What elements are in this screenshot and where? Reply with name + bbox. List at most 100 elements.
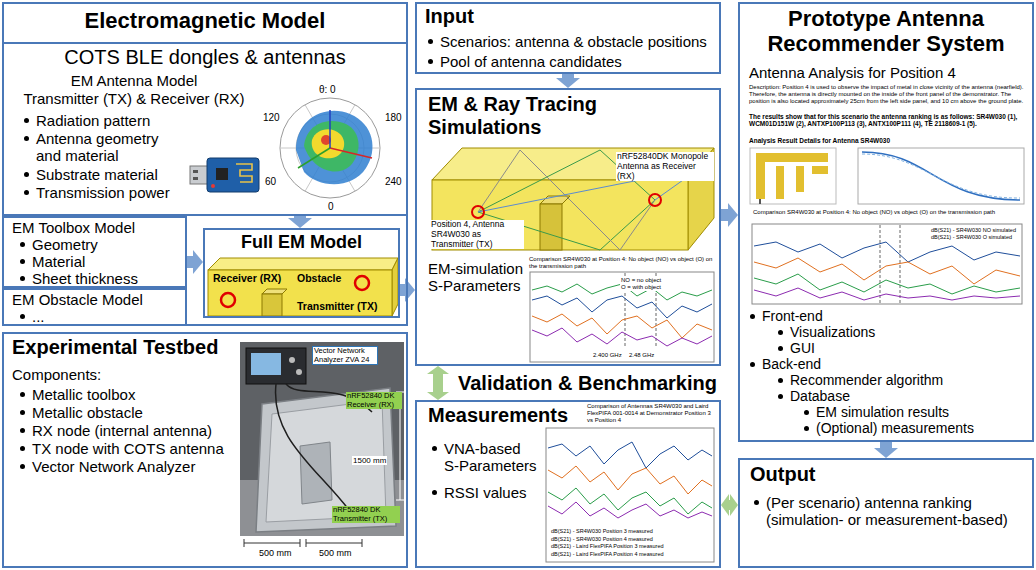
photo-label: nRF52840 DK Transmitter (TX) [332,506,400,523]
bullet-item: (Optional) measurements [816,420,1016,436]
screen-heading: Antenna Analysis for Position 4 [748,64,957,81]
simulation-model-view [208,258,398,270]
dimension-lines [306,539,307,547]
block-arrow [400,284,405,296]
antenna-layout-image [812,166,828,174]
dimension-lines [244,543,300,544]
s-parameter-chart [625,273,626,348]
screen-text: The results show that for this scenario … [748,113,1030,128]
ble-dongle [207,158,259,192]
s-parameter-chart [530,272,714,362]
block-arrow [721,209,728,221]
bullet-item: RX node (internal antenna) [32,422,232,439]
simulation-model-view [355,276,369,290]
block-arrow [294,216,306,218]
testbed-photo [286,384,372,412]
box-subheading: EM Antenna Model [14,72,254,89]
polar-axis-label: 0 [327,201,335,213]
bullet-item: Front-end [762,308,962,324]
s-parameter-chart [532,328,712,346]
radiation-pattern-plot [329,110,331,148]
return-loss-plot [862,154,1020,198]
s-parameter-chart [656,273,657,348]
panel-box: EM & Ray Tracing SimulationsEM-simulatio… [415,88,721,366]
return-loss-plot [858,148,1024,204]
bullet-item: Back-end [762,356,962,372]
ray-tracing-scene [649,194,661,206]
polar-axis-label: 180 [384,112,403,124]
box-heading: EM Obstacle Model [12,291,182,308]
legend-entry: dB(S21) - SR4W030 Position 4 measured [550,536,654,542]
ble-dongle [216,168,228,180]
testbed-photo [396,392,404,393]
ble-dongle [190,158,259,192]
model-label: Transmitter (TX) [296,300,379,312]
box-subheading: Transmitter (TX) & Receiver (RX) [14,90,254,107]
return-loss-plot [858,148,1024,204]
s-parameter-chart [532,284,712,300]
bullet-item: Sheet thickness [32,270,182,287]
s-parameter-chart [532,296,712,318]
legend-entry: O = with object [620,284,662,291]
testbed-photo [276,384,352,514]
dimension-lines [244,539,362,547]
ble-dongle [236,164,252,182]
testbed-photo [266,400,386,522]
antenna-layout-image [756,153,765,199]
screen-text: Analysis Result Details for Antenna SR4W… [748,137,891,144]
bullet-item: Vector Network Analyzer [32,458,232,475]
polar-axis-label: 60 [264,176,277,188]
measurement-chart [548,466,712,494]
photo-label: Vector Network Analyzer ZVA 24 [312,346,378,365]
polar-axis-label: 240 [384,176,403,188]
panel-box: Experimental TestbedComponents:Metallic … [2,332,408,568]
sub-panel-box: COTS BLE dongles & antennasEM Antenna Mo… [2,42,408,216]
dimension-label: 500 mm [318,548,353,558]
bullet-item: Substrate material [36,166,182,183]
block-arrow [880,442,892,448]
dimension-lines [244,539,245,547]
chart-title: Comparison of Antennas SR4W030 and Laird… [586,403,716,424]
ble-dongle [190,166,208,184]
bullet-item: Visualizations [790,324,990,340]
box-heading: EM Toolbox Model [12,219,182,236]
ble-dongle [193,177,198,180]
testbed-photo [246,348,306,384]
recommender-chart [754,242,1020,262]
ray-tracing-scene [432,148,714,250]
simulation-model-view [392,258,398,316]
screen-text: Description: Position 4 is used to obser… [748,84,1030,105]
panel-title: Electromagnetic Model [6,8,404,33]
radiation-pattern-plot [330,148,372,158]
bullet-item: (Per scenario) antenna ranking (simulati… [766,494,1022,529]
measurement-chart [546,428,714,562]
legend-entry: NO = no object [620,277,662,284]
model-box: EM Obstacle Model... [2,288,187,326]
bullet-item: Transmission power [36,184,182,201]
testbed-photo [396,500,404,501]
bullet-item: TX node with COTS antenna [32,440,232,457]
bullet-item: Recommender algorithm [790,372,990,388]
panel-box: InputScenarios: antenna & obstacle posit… [415,2,721,74]
measurement-chart [548,442,712,468]
measurement-chart [548,488,712,514]
legend-entry: dB(S21) - Laird FlexPIFA Position 3 meas… [550,543,665,549]
bullet-item: ... [32,308,172,325]
callout-label: Position 4, Antenna SR4W030 as Transmitt… [430,220,524,249]
model-label: Receiver (RX) [212,272,282,284]
ray-tracing-scene [478,150,655,212]
photo-label: nRF52840 DK Receiver (RX) [346,392,402,409]
bullet-item: Pool of antenna candidates [440,53,715,70]
panel-box: Prototype Antenna Recommender SystemFron… [738,2,1034,442]
simulation-model-view [262,289,287,294]
bullet-item: Metallic obstacle [32,404,232,421]
bullet-item: Antenna geometry and material [36,130,182,165]
panel-title: Measurements [428,404,568,427]
chart-title: Comparison SR4W030 at Position 4: No obj… [752,209,1024,216]
radiation-pattern-plot [280,98,380,198]
dimension-lines [300,539,301,547]
simulation-model-view [262,294,282,316]
antenna-layout-image [776,166,784,199]
bullet-item: EM simulation results [816,404,1016,420]
s-parameter-chart [530,272,714,362]
